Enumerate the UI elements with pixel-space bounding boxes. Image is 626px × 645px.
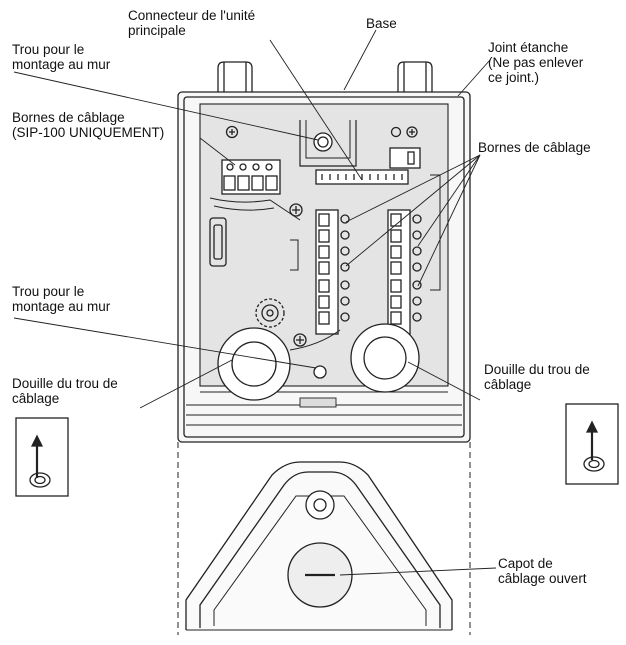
main-connector: [315, 169, 409, 185]
top-mount-slot: [299, 120, 357, 167]
wiring-cover: [185, 461, 453, 631]
sip-terminal-block: [209, 159, 303, 267]
top-tabs: [217, 61, 433, 92]
terminal-block-left: [315, 209, 350, 335]
leader-lines: [13, 29, 497, 576]
cable-inset-left: [15, 417, 69, 497]
label-connecteur: Connecteur de l'unité principale: [128, 8, 256, 38]
label-bornes-cablage: Bornes de câblage: [478, 140, 591, 155]
label-douille-right: Douille du trou de câblage: [484, 362, 590, 392]
label-base: Base: [366, 16, 397, 31]
wiring-hole-bushings: [217, 323, 420, 401]
small-screws: [225, 125, 421, 169]
label-bornes-sip: Bornes de câblage (SIP-100 UNIQUEMENT): [12, 110, 165, 140]
label-joint: Joint étanche (Ne pas enlever ce joint.): [488, 40, 584, 85]
label-trou-mur-top: Trou pour le montage au mur: [12, 42, 111, 72]
label-trou-mur-mid: Trou pour le montage au mur: [12, 284, 111, 314]
label-douille-left: Douille du trou de câblage: [12, 376, 118, 406]
gear-component: [255, 298, 341, 351]
label-capot: Capot de câblage ouvert: [498, 556, 587, 586]
dashed-lines: [177, 442, 471, 635]
cable-inset-right: [565, 403, 619, 485]
